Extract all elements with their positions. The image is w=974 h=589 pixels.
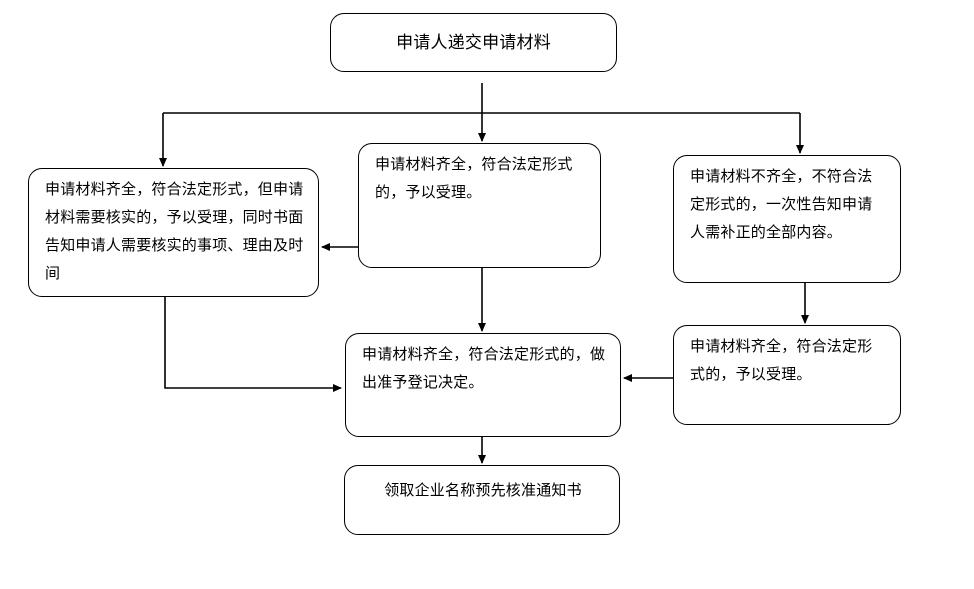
node-accept-after-correction-label: 申请材料齐全，符合法定形式的，予以受理。 [690,337,873,383]
node-accept-complete[interactable]: 申请材料齐全，符合法定形式的，予以受理。 [358,143,601,268]
node-approve-registration-label: 申请材料齐全，符合法定形式的，做出准予登记决定。 [362,345,606,391]
node-approve-registration[interactable]: 申请材料齐全，符合法定形式的，做出准予登记决定。 [345,333,621,437]
node-accept-complete-label: 申请材料齐全，符合法定形式的，予以受理。 [375,155,573,201]
edge-verify-needed-to-approve [164,297,342,392]
node-submit[interactable]: 申请人递交申请材料 [330,13,617,72]
node-incomplete-notify[interactable]: 申请材料不齐全，不符合法定形式的，一次性告知申请人需补正的全部内容。 [673,155,901,283]
node-accept-after-correction[interactable]: 申请材料齐全，符合法定形式的，予以受理。 [673,325,901,425]
node-receive-notice[interactable]: 领取企业名称预先核准通知书 [344,465,620,535]
node-incomplete-notify-label: 申请材料不齐全，不符合法定形式的，一次性告知申请人需补正的全部内容。 [690,167,873,241]
node-verify-needed[interactable]: 申请材料齐全，符合法定形式，但申请材料需要核实的，予以受理，同时书面告知申请人需… [28,168,319,297]
edge-submit-bus [163,83,800,114]
node-submit-label: 申请人递交申请材料 [396,32,551,53]
node-verify-needed-label: 申请材料齐全，符合法定形式，但申请材料需要核实的，予以受理，同时书面告知申请人需… [45,180,304,282]
node-receive-notice-label: 领取企业名称预先核准通知书 [384,481,582,499]
